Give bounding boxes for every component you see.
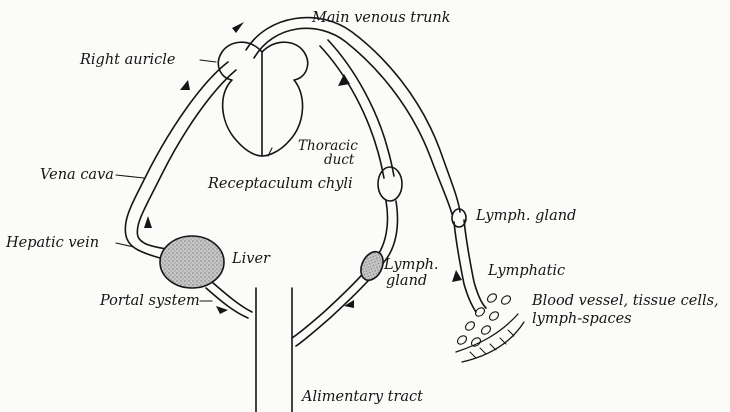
portal-system (206, 282, 252, 318)
label-portal-system: Portal system (100, 294, 200, 309)
label-lymph-gland-lower-line1: Lymph. (384, 258, 439, 273)
vena-cava (125, 62, 236, 250)
arrow-main-trunk (232, 22, 244, 33)
arrow-portal (216, 306, 228, 314)
lymph-gland-upper (452, 209, 466, 227)
label-thoracic-duct-line2: duct (324, 153, 354, 168)
arrow-lymphatic (452, 270, 462, 282)
liver (160, 236, 224, 288)
label-blood-vessel-line2: lymph-spaces (532, 312, 632, 327)
label-lymph-gland-lower-line2: gland (386, 274, 427, 289)
arrow-vena-cava-1 (180, 80, 190, 90)
label-blood-vessel-line1: Blood vessel, tissue cells, (532, 294, 719, 309)
arrow-thoracic-duct (338, 74, 350, 86)
label-liver: Liver (232, 252, 270, 267)
alimentary-tract (256, 288, 292, 412)
label-vena-cava: Vena cava (40, 168, 114, 183)
label-lymph-gland-upper: Lymph. gland (476, 209, 576, 224)
label-lymphatic: Lymphatic (488, 264, 565, 279)
lymph-gland-lower (357, 248, 388, 284)
heart (218, 42, 307, 156)
label-alimentary-tract: Alimentary tract (302, 390, 423, 405)
lymphatic-vessel (454, 220, 486, 312)
label-hepatic-vein: Hepatic vein (6, 236, 99, 251)
label-main-venous-trunk: Main venous trunk (312, 11, 451, 26)
heart-outline (218, 42, 307, 156)
tissue-cells (456, 292, 512, 348)
label-receptaculum-chyli: Receptaculum chyli (208, 177, 353, 192)
label-right-auricle: Right auricle (80, 53, 176, 68)
lymph-vessel-lower (292, 201, 398, 346)
receptaculum-chyli (378, 167, 402, 201)
arrow-vena-cava-2 (144, 216, 152, 228)
